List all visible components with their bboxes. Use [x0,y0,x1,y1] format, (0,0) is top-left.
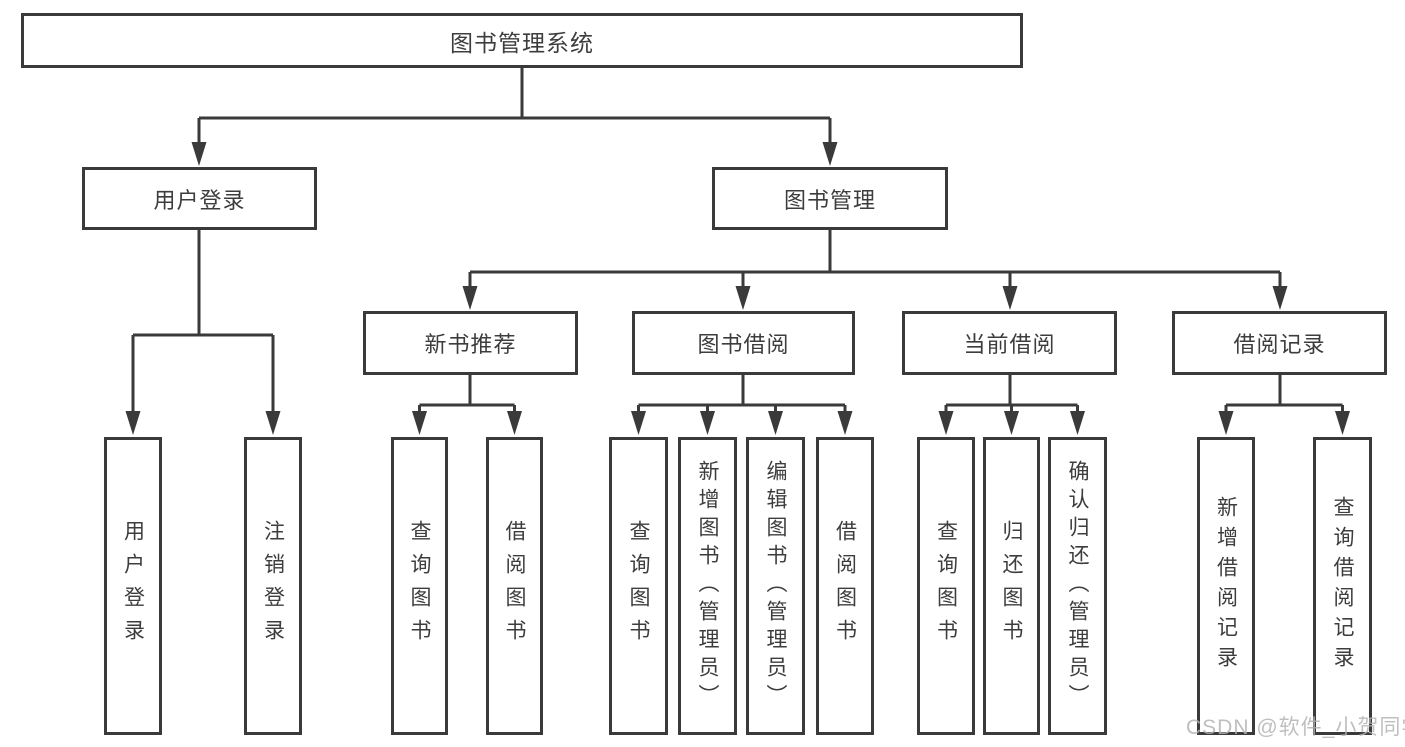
connector-borrow-records-children [1218,375,1350,435]
leaf-logout: 注销登录 [244,437,302,735]
node-book-management: 图书管理 [712,167,948,230]
node-root-label: 图书管理系统 [450,29,594,56]
node-new-book-recommend: 新书推荐 [363,311,578,375]
leaf-borrow-books: 借阅图书 [816,437,874,735]
leaf-return-book: 归还图书 [983,437,1040,735]
leaf-borrow-books-recommend: 借阅图书 [486,437,543,735]
leaf-query-borrow-record: 查询借阅记录 [1313,437,1372,735]
leaf-edit-book-admin-label: 编辑图书（管理员） [764,460,787,712]
leaf-query-borrow-record-label: 查询借阅记录 [1331,496,1354,676]
leaf-query-books-recommend-label: 查询图书 [408,520,431,652]
node-new-book-recommend-label: 新书推荐 [424,332,517,357]
node-current-borrow-label: 当前借阅 [963,332,1056,357]
leaf-add-book-admin: 新增图书（管理员） [678,437,737,735]
leaf-query-books-current: 查询图书 [917,437,975,735]
leaf-add-book-admin-label: 新增图书（管理员） [696,460,719,712]
leaf-query-books-current-label: 查询图书 [934,520,958,652]
leaf-logout-label: 注销登录 [261,520,285,652]
node-root: 图书管理系统 [21,13,1023,68]
leaf-query-books-borrow: 查询图书 [609,437,668,735]
leaf-edit-book-admin: 编辑图书（管理员） [746,437,805,735]
leaf-add-borrow-record-label: 新增借阅记录 [1214,496,1238,676]
node-borrow-records-label: 借阅记录 [1233,332,1326,357]
connector-current-borrow-children [938,375,1085,435]
connector-new-book-recommend-children [412,375,522,435]
node-user-login: 用户登录 [82,167,317,230]
leaf-confirm-return-admin-label: 确认归还（管理员） [1066,460,1089,712]
leaf-confirm-return-admin: 确认归还（管理员） [1048,437,1107,735]
connector-book-borrow-children [631,375,853,435]
csdn-watermark: CSDN @软件_小贺同学 [1186,716,1405,739]
connector-book-management-children [462,230,1288,310]
leaf-user-login-label: 用户登录 [121,520,145,652]
node-borrow-records: 借阅记录 [1172,311,1387,375]
leaf-return-book-label: 归还图书 [1000,520,1023,652]
node-current-borrow: 当前借阅 [902,311,1117,375]
leaf-user-login: 用户登录 [104,437,162,735]
connector-user-login-children [125,230,281,435]
connector-root-to-level2 [191,68,838,166]
node-book-borrow-label: 图书借阅 [697,332,790,357]
node-book-borrow: 图书借阅 [632,311,855,375]
leaf-borrow-books-label: 借阅图书 [833,520,857,652]
leaf-add-borrow-record: 新增借阅记录 [1197,437,1255,735]
leaf-query-books-borrow-label: 查询图书 [627,520,650,652]
leaf-borrow-books-recommend-label: 借阅图书 [503,520,526,652]
leaf-query-books-recommend: 查询图书 [391,437,448,735]
node-book-management-label: 图书管理 [783,187,876,213]
node-user-login-label: 用户登录 [153,187,246,213]
